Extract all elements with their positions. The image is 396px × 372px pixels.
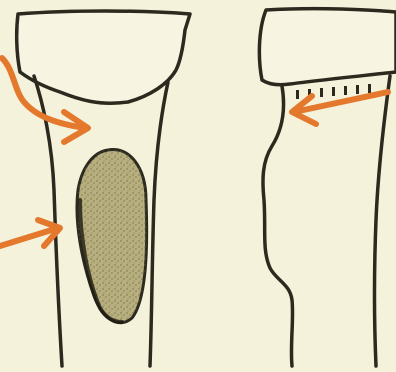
right-bone-cap <box>259 9 396 85</box>
